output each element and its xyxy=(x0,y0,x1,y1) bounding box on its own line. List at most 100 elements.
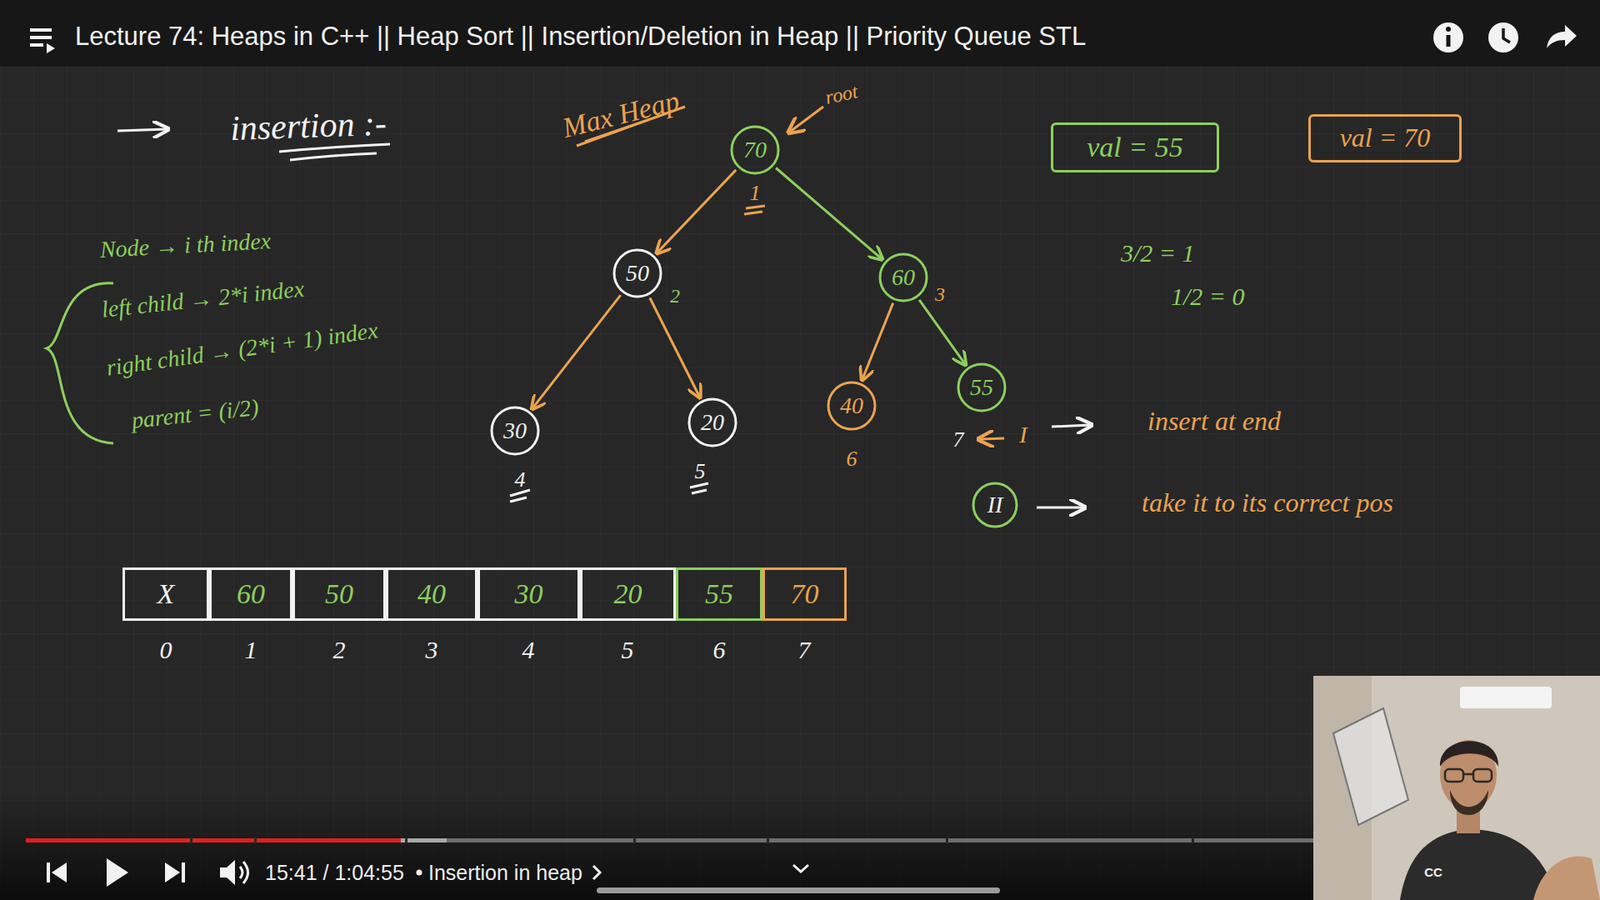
array-index: 5 xyxy=(621,635,635,665)
tree-index: 1 xyxy=(750,180,761,206)
circle-stroke xyxy=(731,126,779,174)
expand-chevron xyxy=(793,865,809,872)
chapter-bullet xyxy=(416,870,423,876)
chapter-gap xyxy=(190,837,193,844)
step-arrow xyxy=(1036,506,1084,510)
heap-node-circle: 70 xyxy=(730,125,780,175)
array-cell: 20 xyxy=(580,567,676,621)
array-cell: 55 xyxy=(675,567,763,621)
person-glasses xyxy=(1445,769,1492,782)
share-icon xyxy=(1546,25,1577,49)
array-cell: 70 xyxy=(762,567,847,621)
playlist-lines xyxy=(30,30,52,45)
clock-icon xyxy=(1488,22,1519,53)
formula-note: Node → i th index xyxy=(99,227,272,264)
volume-icon xyxy=(220,860,235,885)
root-label: root xyxy=(823,80,860,110)
node-text: X xyxy=(157,578,175,610)
heap-node-circle: II xyxy=(971,481,1019,529)
circle-stroke xyxy=(828,382,875,430)
array-index: 6 xyxy=(713,635,726,665)
circle-stroke xyxy=(614,250,661,297)
webcam-wall xyxy=(1313,675,1600,900)
array-cell: 40 xyxy=(385,567,478,621)
title-bar xyxy=(0,0,1600,67)
next-icon xyxy=(165,862,180,883)
play-icon xyxy=(106,858,129,887)
bullet-arrow xyxy=(117,129,167,131)
chapter-gap xyxy=(945,837,949,844)
tree-index: 3 xyxy=(935,283,945,307)
glasses-bridge xyxy=(1463,773,1474,776)
tree-index: 5 xyxy=(695,459,706,485)
tree-edge xyxy=(532,295,620,408)
heap-node-circle: 40 xyxy=(826,380,877,431)
tree-edge xyxy=(919,300,965,365)
webcam-feed xyxy=(1313,675,1600,900)
root-pointer xyxy=(790,106,824,132)
circle-stroke xyxy=(491,407,539,455)
array-index: 7 xyxy=(798,635,811,665)
glasses-lens xyxy=(1445,769,1464,782)
tree-index: 4 xyxy=(515,467,526,493)
array-index: 4 xyxy=(522,635,535,665)
heap-node-circle: 50 xyxy=(612,248,663,299)
step-note: insert at end xyxy=(1147,405,1281,437)
progress-buffer xyxy=(400,838,447,843)
tree-edge xyxy=(775,168,881,260)
next-bar xyxy=(181,862,185,883)
pointer-arrow xyxy=(980,438,1005,440)
title-underline xyxy=(279,144,390,160)
index-underline xyxy=(510,490,530,502)
array-index: 3 xyxy=(425,635,439,665)
heap-type: Max Heap xyxy=(559,84,683,145)
node-text: 60 xyxy=(236,578,265,610)
chapter-gap xyxy=(1191,837,1195,844)
circle-stroke xyxy=(958,364,1005,411)
scroll-handle xyxy=(596,887,1000,894)
chevron-stroke xyxy=(593,865,600,880)
node-text: 50 xyxy=(325,578,354,610)
array-index: 0 xyxy=(160,635,173,665)
node-text: 50 xyxy=(625,260,650,287)
prev-bar xyxy=(46,862,50,883)
heap-node-circle: 20 xyxy=(687,397,738,448)
index-underline xyxy=(744,205,765,215)
calculation-note: 3/2 = 1 xyxy=(1120,239,1195,269)
chapter-chevron xyxy=(590,863,603,882)
section-heading: insertion :- xyxy=(229,103,387,150)
air-conditioner xyxy=(1460,686,1552,709)
playlist-icon xyxy=(30,30,55,54)
node-text: 20 xyxy=(614,578,643,610)
node-text: 30 xyxy=(503,418,527,445)
video-title: Lecture 74: Heaps in C++ || Heap Sort ||… xyxy=(75,21,1086,52)
node-text: 40 xyxy=(417,578,446,610)
chapter-gap xyxy=(405,837,408,844)
node-text: 20 xyxy=(700,410,725,436)
formula-note: left child → 2*i index xyxy=(100,275,305,324)
playlist-triangle xyxy=(46,43,55,54)
formula-note: right child → (2*i + 1) index xyxy=(105,316,380,382)
step-note: take it to its correct pos xyxy=(1141,487,1394,519)
chapter-gap xyxy=(633,837,636,844)
volume-waves xyxy=(240,861,249,884)
glasses-lens xyxy=(1473,769,1492,782)
chapter-gap xyxy=(766,837,770,844)
person-shirt xyxy=(1400,829,1559,900)
info-circle xyxy=(1433,22,1464,53)
array-cell: 30 xyxy=(477,567,580,621)
index-underline xyxy=(690,483,709,494)
node-text: 70 xyxy=(743,137,767,164)
time-display: 15:41 / 1:04:55 xyxy=(265,860,405,885)
array-index: 1 xyxy=(245,635,258,665)
calculation-note: 1/2 = 0 xyxy=(1170,282,1245,312)
person-hand xyxy=(1533,855,1600,900)
info-dot xyxy=(1445,26,1451,32)
heap-node-circle: 30 xyxy=(490,405,540,456)
clock-face xyxy=(1488,22,1519,53)
info-stem xyxy=(1446,35,1451,47)
softbox-frame xyxy=(1333,708,1409,825)
node-text: II xyxy=(987,492,1004,519)
